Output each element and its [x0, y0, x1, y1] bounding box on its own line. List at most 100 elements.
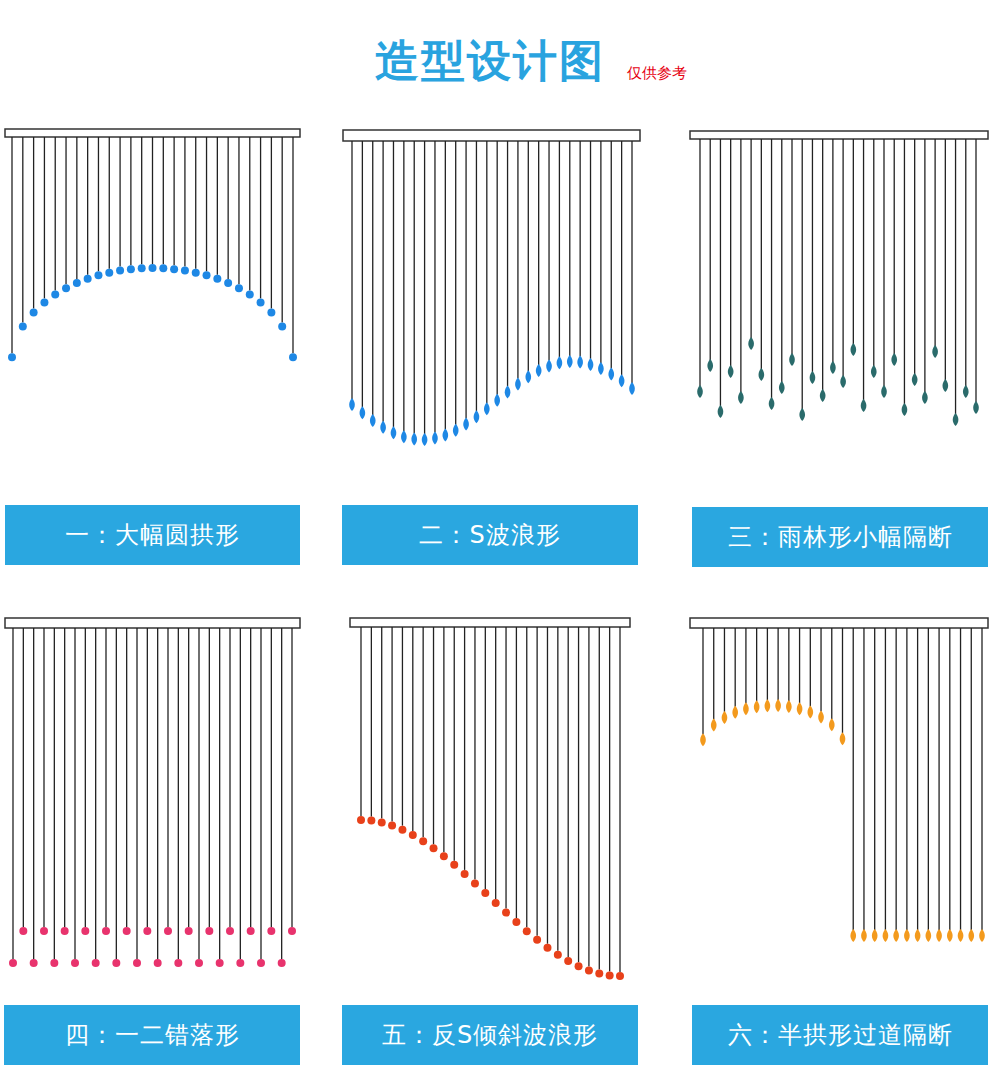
- drop-bead: [953, 413, 959, 426]
- bead-string: [960, 628, 961, 930]
- bead-string: [713, 628, 714, 720]
- drop-bead: [904, 929, 910, 942]
- bead: [257, 959, 265, 967]
- drop-bead: [546, 359, 552, 372]
- bead: [440, 852, 448, 860]
- bead-string: [12, 628, 13, 959]
- drop-bead: [891, 353, 897, 366]
- bead-string: [44, 137, 45, 298]
- bead-string: [917, 628, 918, 930]
- bead: [143, 927, 151, 935]
- bead: [450, 861, 458, 869]
- bead-string: [85, 628, 86, 927]
- bead-string: [217, 137, 218, 275]
- bead-string: [464, 627, 465, 870]
- style-label-band: 四：一二错落形: [4, 1005, 300, 1065]
- bead-string: [455, 141, 456, 425]
- drop-bead: [577, 356, 583, 369]
- drop-bead: [700, 733, 706, 746]
- bead: [461, 870, 469, 878]
- bead: [123, 927, 131, 935]
- bead: [564, 957, 572, 965]
- bead: [9, 959, 17, 967]
- drop-bead: [380, 421, 386, 434]
- bead-string: [965, 139, 966, 386]
- bead-string: [260, 137, 261, 298]
- bead-string: [538, 141, 539, 365]
- bead-string: [486, 141, 487, 403]
- bead-string: [812, 139, 813, 372]
- bead-string: [938, 628, 939, 930]
- curtain-rod: [5, 129, 300, 137]
- bead-string: [434, 141, 435, 433]
- drop-bead: [759, 368, 765, 381]
- bead-string: [924, 139, 925, 392]
- bead: [357, 816, 365, 824]
- drop-bead: [411, 432, 417, 445]
- bead-string: [914, 139, 915, 374]
- bead: [30, 309, 38, 317]
- drop-bead: [728, 365, 734, 378]
- drop-bead: [536, 364, 542, 377]
- bead: [185, 927, 193, 935]
- style-label: 四：一二错落形: [65, 1019, 240, 1051]
- bead-string: [863, 139, 864, 400]
- bead-string: [362, 141, 363, 407]
- bead-string: [745, 628, 746, 703]
- bead-string: [55, 137, 56, 291]
- bead: [471, 879, 479, 887]
- drop-bead: [912, 373, 918, 386]
- bead-string: [157, 628, 158, 959]
- bead-string: [853, 628, 854, 930]
- bead-string: [822, 139, 823, 390]
- drop-bead: [722, 711, 728, 724]
- bead: [216, 959, 224, 967]
- bead-string: [87, 137, 88, 275]
- bead-string: [54, 628, 55, 959]
- drop-bead: [453, 424, 459, 437]
- bead-string: [599, 627, 600, 970]
- bead: [419, 837, 427, 845]
- bead-string: [975, 139, 976, 402]
- drop-bead: [748, 337, 754, 350]
- bead-string: [863, 628, 864, 930]
- bead-string: [147, 628, 148, 927]
- bead: [19, 323, 27, 331]
- drop-bead: [829, 718, 835, 731]
- bead-string: [454, 627, 455, 861]
- drop-bead: [608, 367, 614, 380]
- bead-string: [250, 628, 251, 927]
- bead: [616, 972, 624, 980]
- bead-string: [351, 141, 352, 399]
- drop-bead: [807, 706, 813, 719]
- bead: [367, 817, 375, 825]
- bead-string: [22, 137, 23, 323]
- bead-string: [906, 628, 907, 930]
- drop-bead: [422, 433, 428, 446]
- style-label-band: 五：反S倾斜波浪形: [342, 1005, 638, 1065]
- bead: [205, 927, 213, 935]
- drop-bead: [797, 702, 803, 715]
- drop-bead: [947, 929, 953, 942]
- bead-string: [928, 628, 929, 930]
- bead-string: [621, 141, 622, 375]
- style-label: 六：半拱形过道隔断: [728, 1019, 953, 1051]
- drop-bead: [968, 929, 974, 942]
- bead: [213, 275, 221, 283]
- bead-string: [11, 137, 12, 353]
- drop-bead: [779, 381, 785, 394]
- bead-string: [249, 137, 250, 291]
- bead-string: [873, 139, 874, 366]
- bead-string: [600, 141, 601, 363]
- bead-string: [412, 627, 413, 831]
- bead-string: [282, 137, 283, 323]
- bead: [174, 959, 182, 967]
- bead-string: [33, 137, 34, 309]
- drop-bead: [926, 929, 932, 942]
- bead-string: [184, 137, 185, 267]
- bead-string: [955, 139, 956, 414]
- bead-string: [116, 628, 117, 959]
- bead-string: [771, 139, 772, 398]
- drop-bead: [902, 403, 908, 416]
- bead-string: [526, 627, 527, 927]
